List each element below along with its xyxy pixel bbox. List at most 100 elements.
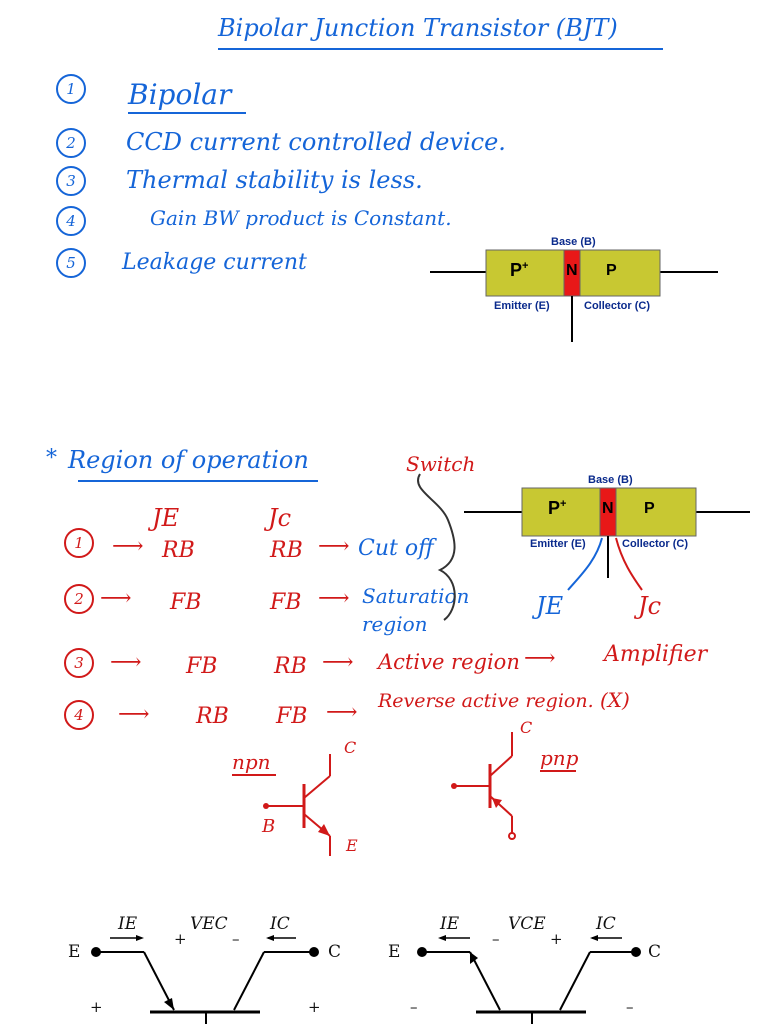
- point-3-number: 3: [56, 166, 86, 196]
- collector-label-2: Collector (C): [622, 538, 688, 550]
- bjt-structure-diagram-1: [430, 249, 718, 342]
- row-2-arrow-2: ⟶: [318, 586, 350, 611]
- row-1-jc: RB: [270, 538, 303, 563]
- pnp-emitter-arrow: [492, 798, 502, 808]
- right-plus-1: +: [550, 930, 563, 948]
- page-title: Bipolar Junction Transistor (BJT): [218, 14, 618, 42]
- bjt-structure-diagram-2: [464, 487, 750, 591]
- pnp-label: pnp: [540, 746, 579, 770]
- pnp-collector-line: [489, 755, 513, 777]
- left-vec-label: VEC: [190, 914, 228, 934]
- point-4-text: Gain BW product is Constant.: [150, 206, 452, 230]
- column-je: JE: [152, 504, 180, 532]
- row-1-arrow-2: ⟶: [318, 534, 350, 559]
- row-1-arrow: ⟶: [112, 534, 144, 559]
- je-pointer: [567, 537, 603, 591]
- left-plus-2: +: [90, 998, 103, 1016]
- p-plus-superscript-2: +: [560, 498, 567, 510]
- right-c-diag: [559, 951, 591, 1011]
- region-heading-underline: [78, 480, 318, 482]
- right-ie-arrowhead: [438, 935, 446, 941]
- row-4-jc: FB: [276, 704, 308, 729]
- p-plus-label: P+: [510, 260, 528, 281]
- left-c-diag: [233, 951, 265, 1011]
- row-3-arrow-3: ⟶: [524, 646, 556, 671]
- circuit-right: [417, 935, 641, 1024]
- row-2-je: FB: [170, 590, 202, 615]
- row-3-number: 3: [64, 648, 94, 678]
- right-ic-arrowhead: [590, 935, 598, 941]
- pnp-underline: [540, 770, 576, 772]
- npn-b-label: B: [262, 816, 276, 837]
- right-e-label: E: [388, 942, 401, 962]
- row-4-result: Reverse active region.: [378, 690, 594, 712]
- title-underline: [218, 48, 663, 50]
- left-minus-1: –: [232, 930, 240, 948]
- row-2-number: 2: [64, 584, 94, 614]
- p-plus-region-2: [521, 487, 601, 537]
- left-plus-1: +: [174, 930, 187, 948]
- npn-symbol: [263, 754, 331, 856]
- pnp-emitter-terminal: [508, 832, 516, 840]
- base-label: Base (B): [551, 236, 596, 248]
- p-region-2: [615, 487, 697, 537]
- point-1-text: Bipolar: [128, 78, 232, 111]
- point-1-number: 1: [56, 74, 86, 104]
- npn-collector-line: [303, 775, 331, 799]
- row-1-number: 1: [64, 528, 94, 558]
- right-emitter-arrow: [470, 952, 478, 964]
- collector-label: Collector (C): [584, 300, 650, 312]
- left-ic-arrowhead: [266, 935, 274, 941]
- right-minus-1: –: [492, 930, 500, 948]
- switch-label: Switch: [406, 452, 476, 476]
- left-ie-arrowhead: [136, 935, 144, 941]
- left-plus-3: +: [308, 998, 321, 1016]
- p-plus-label-2: P+: [548, 498, 566, 519]
- npn-emitter-arrow: [318, 824, 330, 836]
- row-4-arrow: ⟶: [118, 702, 150, 727]
- p-label: P: [606, 262, 617, 279]
- row-3-extra: Amplifier: [604, 642, 708, 667]
- row-4-extra: (X): [600, 688, 630, 712]
- left-emitter-arrow: [164, 998, 174, 1010]
- row-2-arrow: ⟶: [100, 586, 132, 611]
- junction-jc-label: Jc: [638, 592, 662, 620]
- npn-c-label: C: [344, 738, 357, 757]
- left-ic-label: IC: [270, 914, 290, 934]
- row-2-result: Saturation region: [362, 584, 470, 636]
- pnp-c-label: C: [520, 718, 533, 737]
- npn-label: npn: [232, 750, 271, 774]
- p-label-2: P: [644, 500, 655, 517]
- left-ie-label: IE: [118, 914, 138, 934]
- row-4-arrow-2: ⟶: [326, 700, 358, 725]
- right-ie-label: IE: [440, 914, 460, 934]
- left-c-terminal: [309, 947, 319, 957]
- row-4-number: 4: [64, 700, 94, 730]
- base-label-2: Base (B): [588, 474, 633, 486]
- n-label: N: [566, 262, 578, 279]
- emitter-label-2: Emitter (E): [530, 538, 586, 550]
- point-5-number: 5: [56, 248, 86, 278]
- row-1-je: RB: [162, 538, 195, 563]
- row-3-arrow: ⟶: [110, 650, 142, 675]
- point-3-text: Thermal stability is less.: [126, 166, 423, 194]
- right-c-terminal: [631, 947, 641, 957]
- right-e-diag: [469, 951, 501, 1011]
- emitter-label: Emitter (E): [494, 300, 550, 312]
- row-3-arrow-2: ⟶: [322, 650, 354, 675]
- right-ic-label: IC: [596, 914, 616, 934]
- switch-bracket: [417, 473, 456, 621]
- left-c-label: C: [328, 942, 342, 962]
- row-3-je: FB: [186, 654, 218, 679]
- p-plus-letter-2: P: [548, 498, 561, 518]
- point-1-underline: [128, 112, 246, 114]
- npn-e-label: E: [346, 836, 358, 855]
- p-plus-region: [485, 249, 565, 297]
- point-4-number: 4: [56, 206, 86, 236]
- row-3-result: Active region: [378, 650, 520, 674]
- pnp-symbol: [451, 732, 516, 840]
- p-region: [579, 249, 661, 297]
- right-minus-3: –: [626, 998, 634, 1016]
- right-vce-label: VCE: [508, 914, 546, 934]
- n-label-2: N: [602, 500, 614, 517]
